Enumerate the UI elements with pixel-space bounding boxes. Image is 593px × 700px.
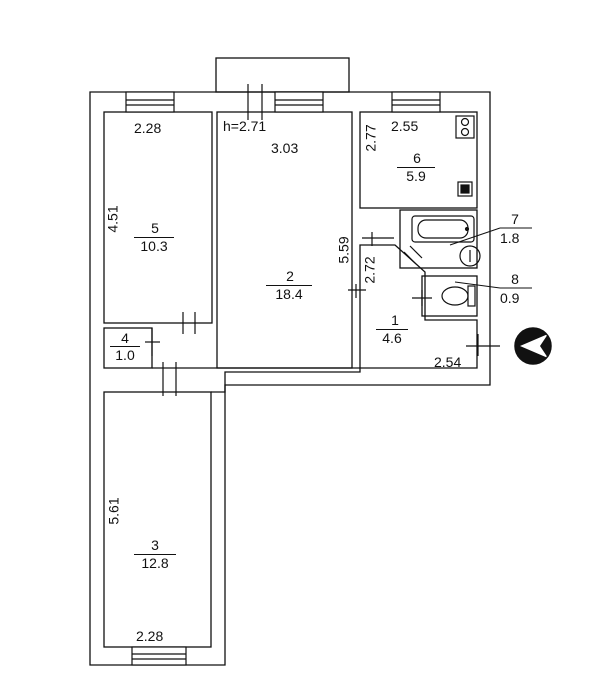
window-room5 xyxy=(125,91,175,113)
hall-length: 2.72 xyxy=(361,256,378,284)
room-5-area: 10.3 xyxy=(134,237,174,254)
corridor-outline xyxy=(152,367,361,393)
room-7-area: 1.8 xyxy=(500,230,520,246)
window-room2 xyxy=(274,91,324,113)
ceiling-height: h=2.71 xyxy=(223,118,267,134)
room2-width: 3.03 xyxy=(271,140,299,156)
room-8-outline xyxy=(421,275,478,317)
stove-icon xyxy=(455,115,475,139)
room6-length: 2.77 xyxy=(362,124,379,152)
room-1-number: 1 xyxy=(391,312,399,328)
room-5-number: 5 xyxy=(151,220,159,236)
room2-length: 5.59 xyxy=(335,236,352,264)
leader-room7 xyxy=(449,227,501,246)
room6-width: 2.55 xyxy=(391,118,419,134)
room-8-area: 0.9 xyxy=(500,290,520,306)
room3-width: 2.28 xyxy=(136,628,164,644)
room-1-area: 4.6 xyxy=(376,329,408,346)
bathtub-icon xyxy=(411,215,481,267)
room-6-number: 6 xyxy=(413,150,421,166)
toilet-icon xyxy=(441,285,476,307)
room-8-number: 8 xyxy=(511,271,519,287)
room-7-outline xyxy=(399,209,478,269)
sink-icon xyxy=(457,181,473,197)
room5-length: 4.51 xyxy=(104,205,121,233)
room-7-number: 7 xyxy=(511,211,519,227)
north-arrow-icon xyxy=(514,327,552,365)
window-room6 xyxy=(391,91,441,113)
room-3-area: 12.8 xyxy=(134,554,176,571)
room5-width: 2.28 xyxy=(134,120,162,136)
room-6-area: 5.9 xyxy=(397,167,435,184)
door-bath xyxy=(403,251,417,265)
room-3-number: 3 xyxy=(151,537,159,553)
window-room3 xyxy=(131,646,187,666)
balcony xyxy=(215,57,350,93)
room-2-number: 2 xyxy=(286,268,294,284)
room3-length: 5.61 xyxy=(105,497,122,525)
room-4-number: 4 xyxy=(121,330,129,346)
hall-width: 2.54 xyxy=(434,354,462,370)
room-2-area: 18.4 xyxy=(266,285,312,302)
leader-room8 xyxy=(454,281,501,289)
room-4-area: 1.0 xyxy=(110,346,140,363)
